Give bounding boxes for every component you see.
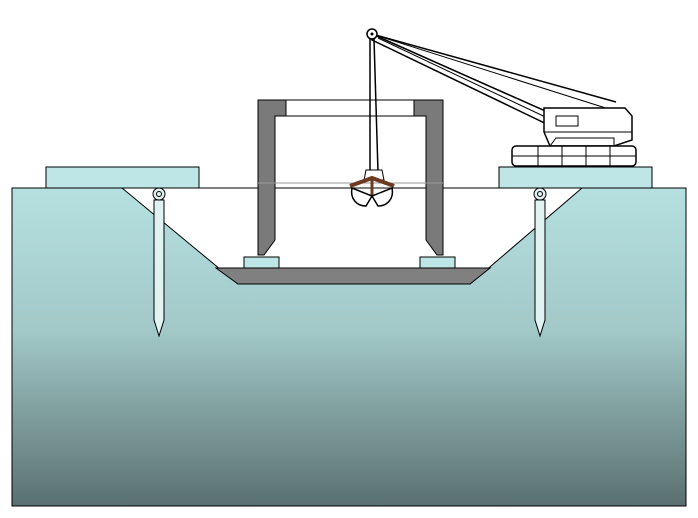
left-pile (152, 187, 166, 338)
right-pile (533, 187, 547, 338)
caisson-walls (257, 99, 444, 256)
hoist-cables (369, 38, 379, 173)
left-support-block (243, 256, 280, 269)
caisson-bottom-slab (214, 267, 492, 285)
grab-bucket (349, 169, 395, 207)
right-support-block (419, 256, 456, 269)
ground-soil (11, 187, 687, 507)
right-surface-pad (498, 166, 653, 189)
crawler-crane (366, 28, 637, 167)
left-surface-pad (45, 166, 200, 189)
